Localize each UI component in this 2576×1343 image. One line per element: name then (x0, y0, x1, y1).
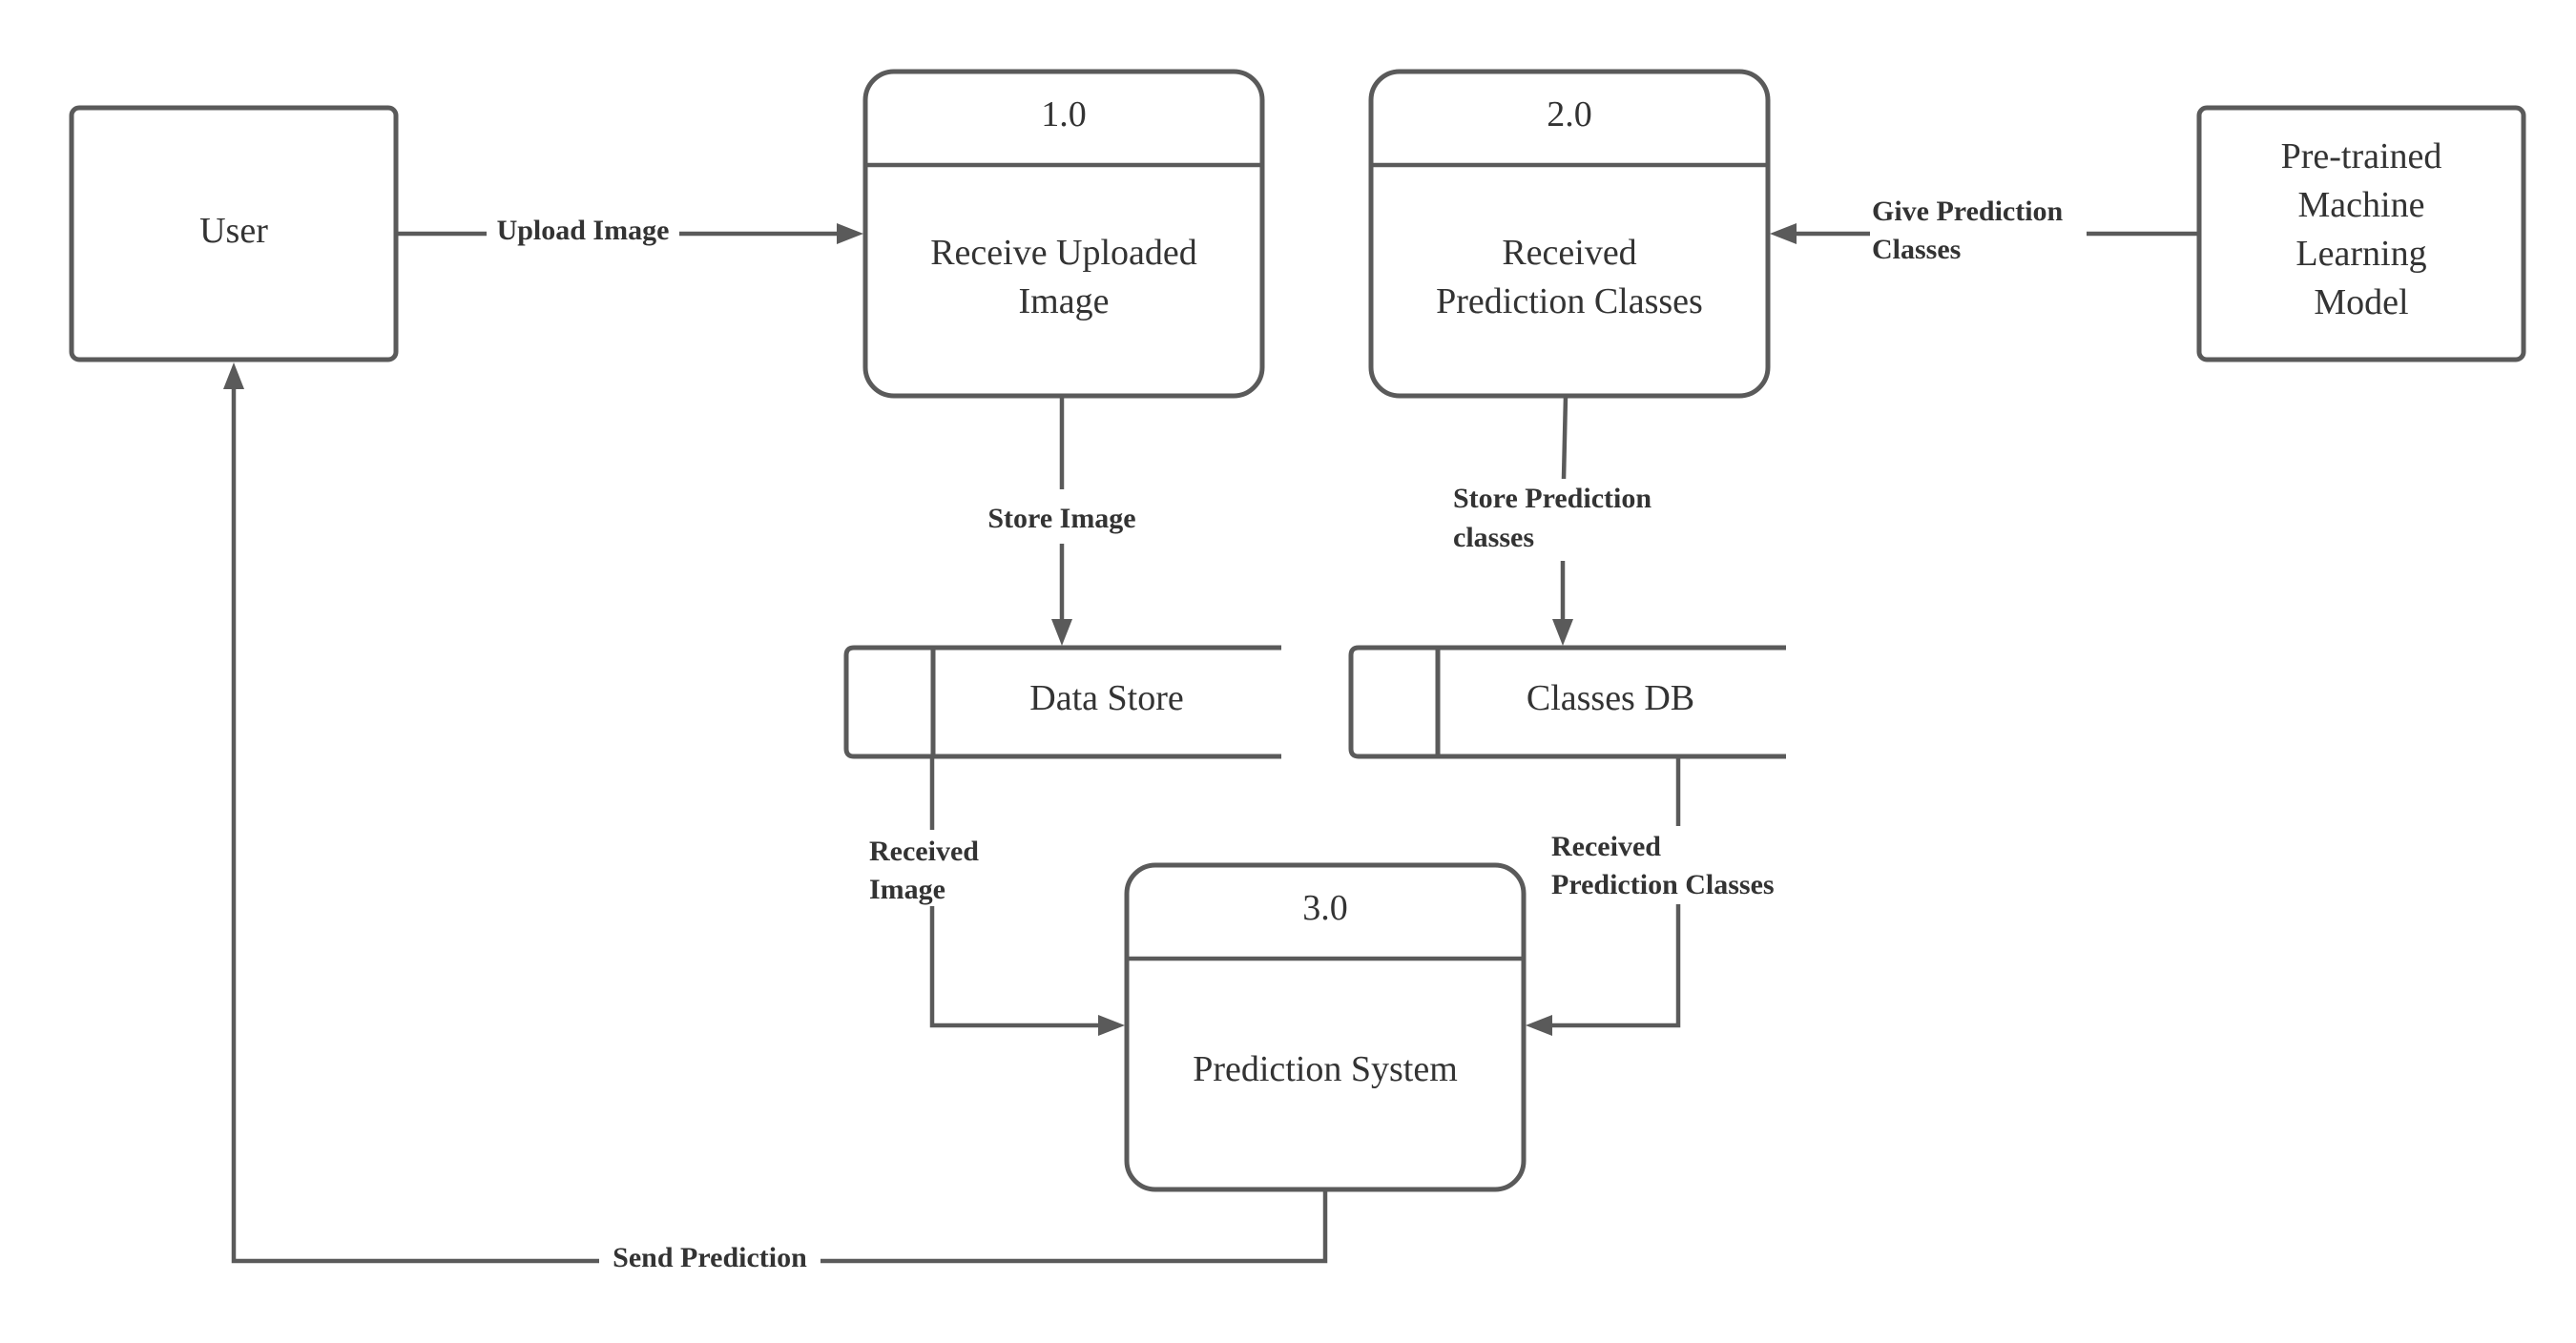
flow-received-image-arrowhead (1098, 1015, 1125, 1036)
flow-send-prediction[interactable]: Send Prediction (223, 362, 1328, 1273)
flow-give-prediction-classes-arrowhead (1770, 223, 1797, 244)
flow-store-image-label: Store Image (987, 503, 1135, 534)
flow-received-image-label-line-1: Received (869, 836, 979, 867)
flow-upload-image-label: Upload Image (497, 215, 670, 246)
entity-model-line-3: Learning (2296, 234, 2426, 274)
flow-send-prediction-label: Send Prediction (613, 1242, 807, 1273)
flow-store-image-arrowhead (1051, 619, 1072, 646)
process-1-id: 1.0 (1041, 94, 1087, 134)
process-3-name-line-1: Prediction System (1193, 1049, 1458, 1089)
flow-store-prediction-classes-label-line-2: classes (1453, 522, 1534, 553)
flow-store-prediction-classes[interactable]: Store Prediction classes (1453, 395, 1652, 646)
entity-model-line-1: Pre-trained (2281, 136, 2442, 176)
flow-give-prediction-classes-label-line-2: Classes (1872, 234, 1961, 265)
process-2[interactable]: 2.0 Received Prediction Classes (1368, 69, 1771, 399)
entity-user[interactable]: User (69, 105, 399, 362)
process-1-name-line-1: Receive Uploaded (930, 233, 1197, 273)
flow-received-prediction-classes[interactable]: Received Prediction Classes (1526, 756, 1775, 1036)
flow-store-prediction-classes-label-line-1: Store Prediction (1453, 483, 1652, 514)
flow-received-prediction-classes-label-line-2: Prediction Classes (1551, 869, 1775, 900)
flow-upload-image[interactable]: Upload Image (396, 215, 863, 246)
flow-send-prediction-arrowhead (223, 362, 244, 389)
entity-model[interactable]: Pre-trained Machine Learning Model (2196, 105, 2526, 362)
flow-store-prediction-classes-arrowhead (1552, 619, 1573, 646)
entity-user-label: User (199, 211, 268, 251)
process-2-name-line-1: Received (1502, 233, 1636, 273)
process-3-id: 3.0 (1302, 888, 1348, 928)
flow-give-prediction-classes-label-line-1: Give Prediction (1872, 196, 2064, 227)
datastore-classes-db-label: Classes DB (1527, 678, 1694, 718)
datastore-data-store-label: Data Store (1029, 678, 1183, 718)
flow-received-image[interactable]: Received Image (869, 756, 1125, 1036)
process-3[interactable]: 3.0 Prediction System (1124, 862, 1527, 1192)
flow-received-image-label-line-2: Image (869, 874, 945, 905)
datastore-classes-db[interactable]: Classes DB (1348, 645, 1786, 759)
flow-received-prediction-classes-label-line-1: Received (1551, 831, 1661, 862)
process-2-id: 2.0 (1547, 94, 1592, 134)
process-1-name-line-2: Image (1019, 281, 1110, 321)
flow-upload-image-arrowhead (837, 223, 863, 244)
flow-received-prediction-classes-arrowhead (1526, 1015, 1552, 1036)
process-2-name-line-2: Prediction Classes (1436, 281, 1703, 321)
entity-model-line-4: Model (2314, 282, 2408, 322)
process-1[interactable]: 1.0 Receive Uploaded Image (862, 69, 1265, 399)
entity-model-line-2: Machine (2298, 185, 2425, 225)
flow-give-prediction-classes[interactable]: Give Prediction Classes (1770, 196, 2199, 265)
datastore-data-store[interactable]: Data Store (843, 645, 1281, 759)
flow-store-image[interactable]: Store Image (987, 396, 1136, 646)
